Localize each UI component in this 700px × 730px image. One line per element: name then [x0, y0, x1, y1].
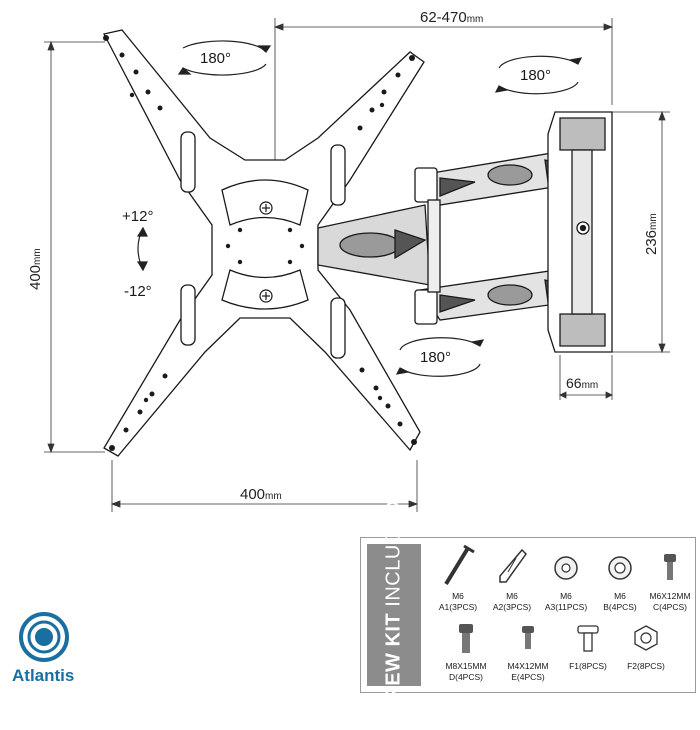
rotation-label-top-right: 180° — [520, 67, 552, 84]
kit-item-a3-line1: M6 — [560, 591, 572, 601]
screw-m8-icon — [459, 624, 473, 653]
tilt-down-label: -12° — [124, 283, 152, 300]
kit-item-f1: F1(8PCS) — [561, 618, 615, 672]
kit-item-a3: M6 A3(11PCS) — [539, 544, 593, 613]
kit-item-b-line1: M6 — [614, 591, 626, 601]
dimension-lines — [44, 18, 670, 512]
brand-name: Atlantis — [12, 666, 75, 685]
spacer-icon — [608, 556, 632, 580]
kit-item-c-line1: M6X12MM — [649, 591, 691, 601]
nut-icon — [634, 625, 658, 651]
kit-item-f2: F2(8PCS) — [619, 618, 673, 672]
height-dimension: 400mm — [27, 248, 44, 290]
tilt-up-label: +12° — [122, 208, 154, 225]
screw-kit-band — [367, 544, 421, 686]
kit-item-b: M6 B(4PCS) — [593, 544, 647, 613]
screw-m4-icon — [522, 626, 534, 649]
spacer-bolt-icon — [577, 625, 599, 652]
kit-item-a2: M6 A2(3PCS) — [485, 544, 539, 613]
kit-item-d-line1: M8X15MM — [445, 661, 487, 671]
kit-item-a2-line1: M6 — [506, 591, 518, 601]
wall-anchor-icon — [499, 548, 527, 583]
rotation-label-bottom: 180° — [420, 349, 452, 366]
kit-item-f2-line1: F2(8PCS) — [627, 661, 665, 671]
depth-dimension: 66mm — [566, 375, 598, 391]
kit-item-a2-line2: A2(3PCS) — [492, 602, 532, 612]
swing-arm — [317, 149, 586, 325]
plate-center-bolts — [259, 201, 273, 303]
atlantis-logo-icon — [19, 612, 69, 662]
long-bolt-icon — [444, 544, 475, 586]
kit-item-a1-line1: M6 — [452, 591, 464, 601]
kit-item-c-line2: C(4PCS) — [652, 602, 687, 612]
kit-item-a1: M6 A1(3PCS) — [431, 544, 485, 613]
kit-item-a3-line2: A3(11PCS) — [544, 602, 588, 612]
screw-kit-panel: SCREW KIT INCLUDED M6 A1(3PCS) M6 A2(3PC… — [360, 500, 697, 730]
short-screw-icon — [664, 554, 676, 580]
kit-item-c: M6X12MM C(4PCS) — [643, 544, 697, 613]
mounting-holes — [103, 35, 417, 451]
mount-diagram: 62-470mm 400mm 400mm 236mm 66mm — [27, 9, 670, 512]
kit-item-d: M8X15MM D(4PCS) — [439, 618, 493, 683]
bottom-width-dimension: 400mm — [240, 486, 282, 503]
tv-bracket-plate — [103, 29, 425, 457]
kit-item-a1-line2: A1(3PCS) — [438, 602, 478, 612]
kit-item-b-line2: B(4PCS) — [603, 602, 637, 612]
kit-item-d-line2: D(4PCS) — [448, 672, 483, 682]
rotation-arrows — [136, 40, 583, 377]
arm-reach-dimension: 62-470mm — [420, 9, 483, 26]
kit-item-e-line2: E(4PCS) — [511, 672, 545, 682]
screw-kit-title-bold: SCREW KIT — [382, 612, 405, 730]
screw-kit-title-light: INCLUDED — [382, 500, 405, 607]
kit-item-f1-line1: F1(8PCS) — [569, 661, 607, 671]
kit-item-e-line1: M4X12MM — [507, 661, 549, 671]
wall-plate-height-dimension: 236mm — [643, 213, 660, 255]
kit-item-e: M4X12MM E(4PCS) — [501, 618, 555, 683]
screw-kit-title: SCREW KIT INCLUDED — [383, 500, 406, 729]
rotation-label-top-left: 180° — [200, 50, 232, 67]
washer-icon — [554, 556, 578, 580]
wall-plate — [547, 111, 613, 353]
